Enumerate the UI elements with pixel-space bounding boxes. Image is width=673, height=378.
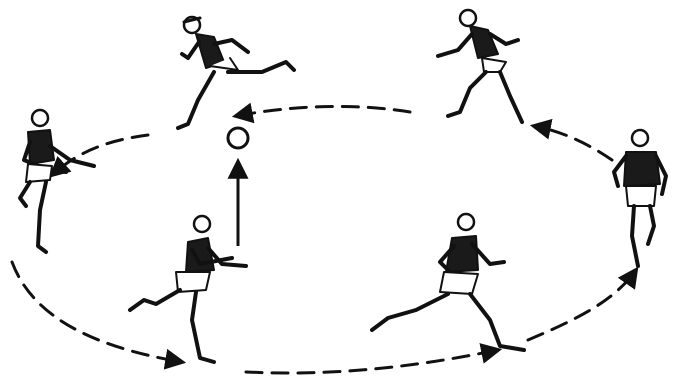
runner-center xyxy=(130,216,246,362)
runner-top-right xyxy=(438,10,522,122)
track-arc-top xyxy=(236,106,410,116)
ball xyxy=(228,128,248,148)
runner-left xyxy=(20,110,94,252)
runner-right xyxy=(614,130,666,266)
track-arc-left xyxy=(52,135,148,175)
ball-toss xyxy=(228,128,248,246)
track-arc-bottom xyxy=(246,350,498,373)
track-arc-top-right xyxy=(534,126,612,160)
runner-bottom-right xyxy=(372,214,524,350)
dashed-track xyxy=(12,106,636,373)
track-arc-right xyxy=(528,270,636,340)
track-arc-bottom-left xyxy=(12,262,182,362)
